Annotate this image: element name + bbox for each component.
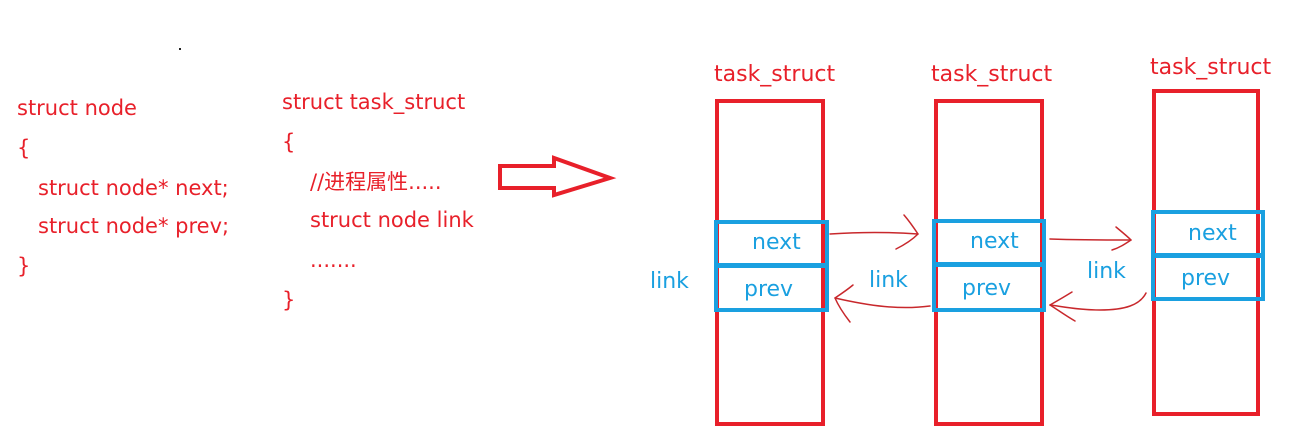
task-code-line-4: struct node link [310,208,474,232]
hollow-arrow [498,155,617,198]
task-struct-box-3 [1152,89,1260,416]
prev-label-1: prev [744,277,794,302]
prev-field-3 [1151,254,1265,301]
link-label-1: link [650,269,689,294]
next-label-1: next [752,230,801,255]
next-arrow-2 [1049,238,1132,241]
task-struct-title-1: task_struct [714,62,836,87]
task-code-line-6: } [282,288,296,312]
link-label-2: link [869,268,908,293]
prev-field-2 [932,263,1046,312]
node-code-line-4: struct node* prev; [38,214,230,238]
prev-arrow-2 [1049,292,1147,311]
prev-arrow-1 [834,297,931,309]
task-code-line-2: { [282,130,296,154]
prev-label-3: prev [1181,266,1231,291]
next-label-3: next [1188,221,1237,246]
node-code-line-1: struct node [17,96,137,120]
task-struct-title-2: task_struct [931,62,1053,87]
next-label-2: next [970,229,1019,254]
task-struct-box-1 [715,99,825,426]
prev-field-1 [714,264,829,312]
node-code-line-5: } [17,254,31,278]
stray-dot [179,48,181,50]
prev-arrowhead-2 [1049,291,1076,322]
task-code-line-1: struct task_struct [282,90,466,114]
task-code-line-3: //进程属性..... [310,170,442,194]
task-code-line-5: ....... [310,248,357,272]
prev-arrowhead-1 [834,284,854,323]
next-arrow-1 [829,231,919,235]
next-arrowhead-2 [1111,226,1132,251]
task-struct-title-3: task_struct [1150,55,1272,80]
next-arrowhead-1 [895,214,919,250]
link-label-3: link [1087,259,1126,284]
node-code-line-3: struct node* next; [38,176,229,200]
prev-label-2: prev [962,276,1012,301]
node-code-line-2: { [17,136,31,160]
